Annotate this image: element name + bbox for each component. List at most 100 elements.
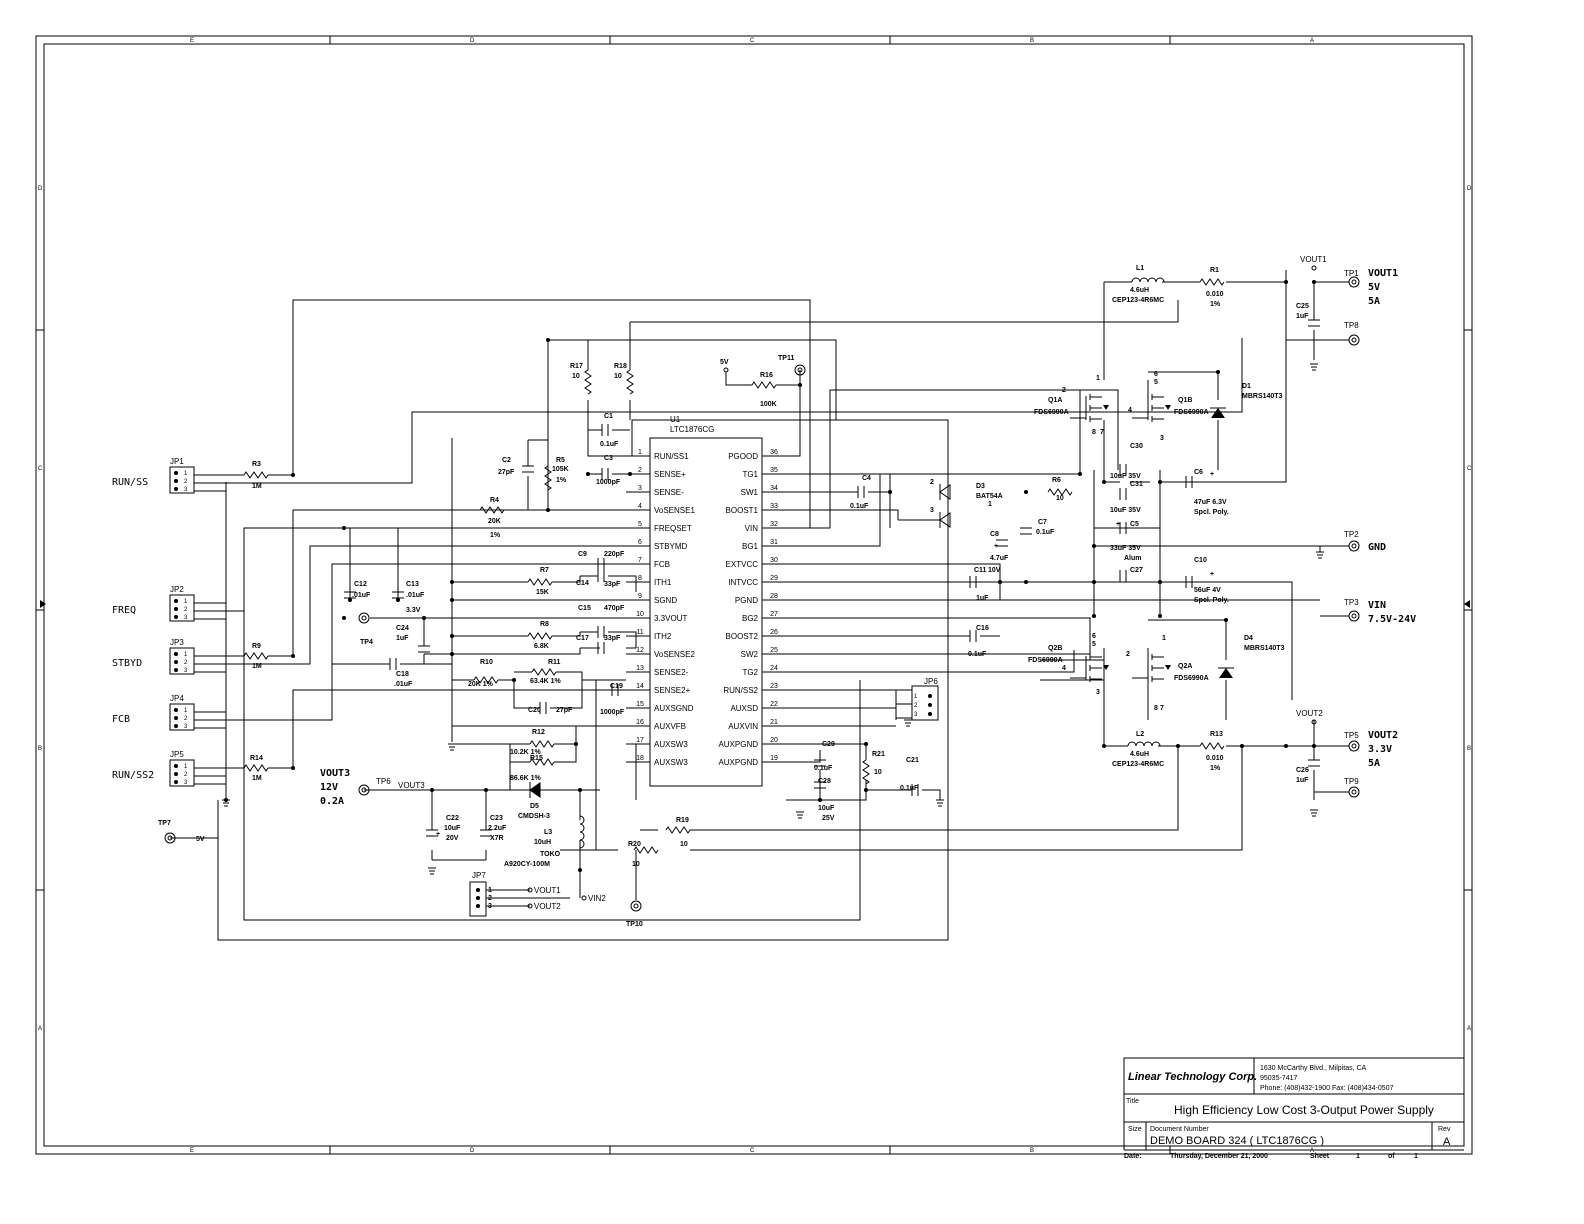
- jumper-jp2: [169, 594, 195, 622]
- component-label-c13v: .01uF: [406, 592, 425, 599]
- component-label-r1v: 0.010: [1206, 291, 1224, 298]
- ic-pin-number-left: 13: [636, 665, 644, 672]
- component-label-q1b3: 3: [1160, 435, 1164, 442]
- component-label-d1: D1: [1242, 383, 1251, 390]
- junction-dot: [1284, 744, 1288, 748]
- ic-pin-name-right: TG2: [742, 668, 758, 677]
- test-point-tp7-inner: [167, 835, 173, 841]
- jumper-pin: [174, 479, 178, 483]
- capacitor-c18: [389, 658, 397, 670]
- jumper-jp3: [169, 647, 195, 675]
- component-label-c13: C13: [406, 581, 419, 588]
- ic-pin-number-left: 5: [638, 521, 642, 528]
- tp9-label: TP9: [1344, 777, 1359, 786]
- vout2-current: 5A: [1368, 758, 1380, 769]
- tp1-label: TP1: [1344, 269, 1359, 278]
- company-name: Linear Technology Corp.: [1128, 1071, 1257, 1083]
- component-label-c4v: 0.1uF: [850, 503, 869, 510]
- junction-dot: [888, 490, 892, 494]
- component-label-q1b5: 5: [1154, 379, 1158, 386]
- component-label-c29v: 0.1uF: [814, 765, 833, 772]
- capacitor-c27: [1119, 570, 1127, 582]
- company-address-2: 95035-7417: [1260, 1075, 1297, 1082]
- resistor-r12: [529, 740, 555, 748]
- inductor-l3: [579, 815, 585, 849]
- component-label-c23: C23: [490, 815, 503, 822]
- ic-pin-number-left: 8: [638, 575, 642, 582]
- docnum-label: Document Number: [1150, 1126, 1209, 1133]
- junction-dot: [396, 598, 400, 602]
- component-label-q2a7: 7: [1160, 705, 1164, 712]
- component-label-c12: C12: [354, 581, 367, 588]
- component-label-c6v: 47uF 6.3V: [1194, 499, 1227, 506]
- resistor-r5: [544, 465, 552, 491]
- capacitor-c23: [480, 829, 492, 837]
- ic-pin-number-left: 11: [636, 629, 643, 636]
- ic-pin-number-left: 12: [636, 647, 644, 654]
- component-label-l3v: 10uH: [534, 839, 551, 846]
- component-label-r19: R19: [676, 817, 689, 824]
- ic-pin-number-right: 32: [770, 521, 778, 528]
- zone-row-right: B: [1467, 746, 1471, 752]
- jumper-function-label: RUN/SS: [112, 477, 148, 488]
- jumper-function-label: STBYD: [112, 658, 142, 669]
- component-label-c7: C7: [1038, 519, 1047, 526]
- capacitor-c24: [418, 645, 430, 653]
- jumper-function-label: FREQ: [112, 605, 136, 616]
- capacitor-c22: [426, 829, 438, 837]
- ic-pin-number-left: 7: [638, 557, 642, 564]
- junction-dot: [342, 526, 346, 530]
- component-label-l3: L3: [544, 829, 552, 836]
- jumper-pin: [174, 780, 178, 784]
- component-label-r4v: 20K: [488, 518, 501, 525]
- resistor-r20: [633, 846, 659, 854]
- jumper-pin-number: 2: [184, 607, 188, 613]
- component-label-c9: C9: [578, 551, 587, 558]
- jumper-jp1: [169, 466, 195, 494]
- component-label-r15v: 86.6K 1%: [510, 775, 542, 782]
- jumper-function-label: FCB: [112, 714, 130, 725]
- component-label-r18: R18: [614, 363, 627, 370]
- component-label-q2b3: 3: [1096, 689, 1100, 696]
- junction-dot: [1078, 472, 1082, 476]
- component-label-c10: C10: [1194, 557, 1207, 564]
- component-label-r1t: 1%: [1210, 301, 1221, 308]
- ic-pin-name-right: BG1: [742, 542, 759, 551]
- capacitor-c1: [601, 424, 609, 436]
- vout3-current: 0.2A: [320, 796, 344, 807]
- test-point-tp9-inner: [1351, 789, 1357, 795]
- ic-pin-number-left: 9: [638, 593, 642, 600]
- ic-pin-name-right: AUXPGND: [718, 758, 758, 767]
- component-label-c19v: 1000pF: [600, 709, 625, 716]
- zone-col-bottom: D: [470, 1148, 475, 1154]
- mosfet-q2a-body-diode: [1165, 665, 1171, 670]
- tp3-label: TP3: [1344, 598, 1359, 607]
- capacitor-c16: [969, 630, 977, 642]
- mosfet-q2a: [1132, 654, 1164, 682]
- component-label-r7: R7: [540, 567, 549, 574]
- vin-label: VIN: [1368, 600, 1386, 611]
- jumper-jp7: [469, 881, 487, 917]
- jumper-pin-number: 1: [184, 708, 188, 714]
- vout2-net-marker: [1311, 719, 1317, 725]
- junction-dot: [291, 766, 295, 770]
- ic-pin-number-right: 35: [770, 467, 778, 474]
- component-label-r10: R10: [480, 659, 493, 666]
- jumper-pin-number: 2: [184, 479, 188, 485]
- capacitor-c2: [522, 465, 534, 473]
- ic-pin-number-right: 21: [770, 719, 778, 726]
- diode-d3a: [939, 484, 951, 500]
- component-label-r6: R6: [1052, 477, 1061, 484]
- gnd-label: GND: [1368, 542, 1386, 553]
- component-label-c29: C29: [822, 741, 835, 748]
- component-label-r16v: 100K: [760, 401, 777, 408]
- jumper-pin: [174, 764, 178, 768]
- vout1-net-label: VOUT1: [1300, 255, 1327, 264]
- components: [164, 277, 1320, 912]
- ic-pin-name-left: SENSE-: [654, 488, 684, 497]
- zone-row-left: B: [38, 746, 42, 752]
- junction-dot: [1224, 618, 1228, 622]
- ic-pin-name-right: AUXSD: [730, 704, 758, 713]
- component-label-c30: C30: [1130, 443, 1143, 450]
